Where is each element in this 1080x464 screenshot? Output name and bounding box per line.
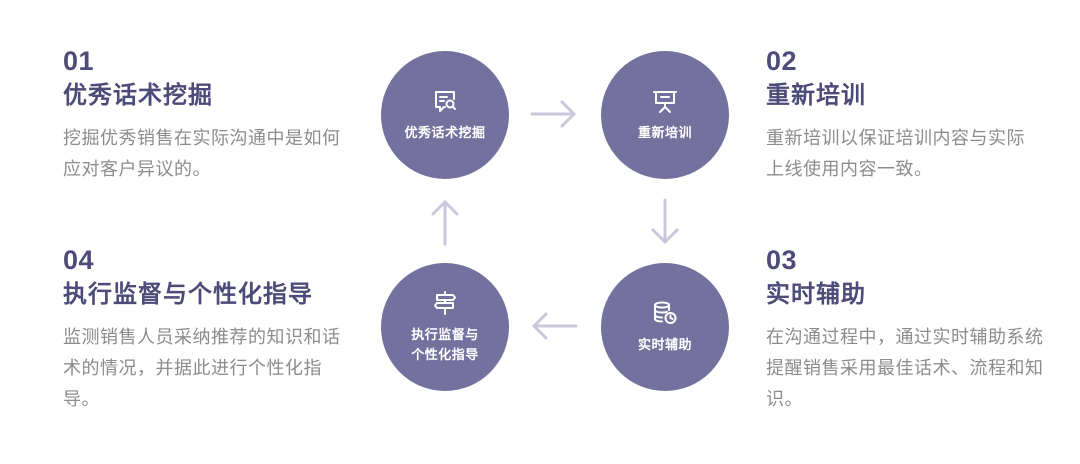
arrow-right-icon [528, 98, 580, 130]
step-description: 挖掘优秀销售在实际沟通中是如何应对客户异议的。 [63, 128, 341, 180]
step-title: 执行监督与个性化指导 [63, 280, 313, 308]
step-number: 04 [63, 245, 95, 275]
database-clock-icon [650, 298, 680, 328]
cycle-node-realtime-assist: 实时辅助 [601, 263, 729, 391]
step-01-text: 01 优秀话术挖掘 挖掘优秀销售在实际沟通中是如何应对客户异议的。 [63, 45, 353, 185]
cycle-node-retraining: 重新培训 [601, 51, 729, 179]
step-number: 03 [766, 245, 798, 275]
arrow-left-icon [528, 310, 580, 342]
step-number: 01 [63, 46, 95, 76]
step-description: 监测销售人员采纳推荐的知识和话术的情况，并据此进行个性化指导。 [63, 327, 341, 410]
message-search-icon [430, 86, 460, 116]
cycle-node-supervision: 执行监督与个性化指导 [381, 263, 509, 391]
arrow-down-icon [649, 196, 681, 248]
step-description: 在沟通过程中，通过实时辅助系统提醒销售采用最佳话术、流程和知识。 [766, 327, 1044, 410]
step-04-text: 04 执行监督与个性化指导 监测销售人员采纳推荐的知识和话术的情况，并据此进行个… [63, 244, 363, 415]
signpost-icon [430, 288, 460, 318]
cycle-node-label: 实时辅助 [637, 338, 692, 353]
cycle-node-mining: 优秀话术挖掘 [381, 51, 509, 179]
step-description: 重新培训以保证培训内容与实际上线使用内容一致。 [766, 128, 1025, 180]
cycle-node-label: 优秀话术挖掘 [404, 126, 486, 141]
cycle-node-label: 执行监督与个性化指导 [411, 328, 479, 363]
step-title: 实时辅助 [766, 280, 866, 308]
step-title: 重新培训 [766, 81, 866, 109]
step-02-text: 02 重新培训 重新培训以保证培训内容与实际上线使用内容一致。 [766, 45, 1056, 185]
step-title: 优秀话术挖掘 [63, 81, 213, 109]
step-03-text: 03 实时辅助 在沟通过程中，通过实时辅助系统提醒销售采用最佳话术、流程和知识。 [766, 244, 1056, 415]
step-number: 02 [766, 46, 798, 76]
cycle-node-label: 重新培训 [637, 126, 692, 141]
arrow-up-icon [429, 196, 461, 248]
presentation-board-icon [650, 86, 680, 116]
